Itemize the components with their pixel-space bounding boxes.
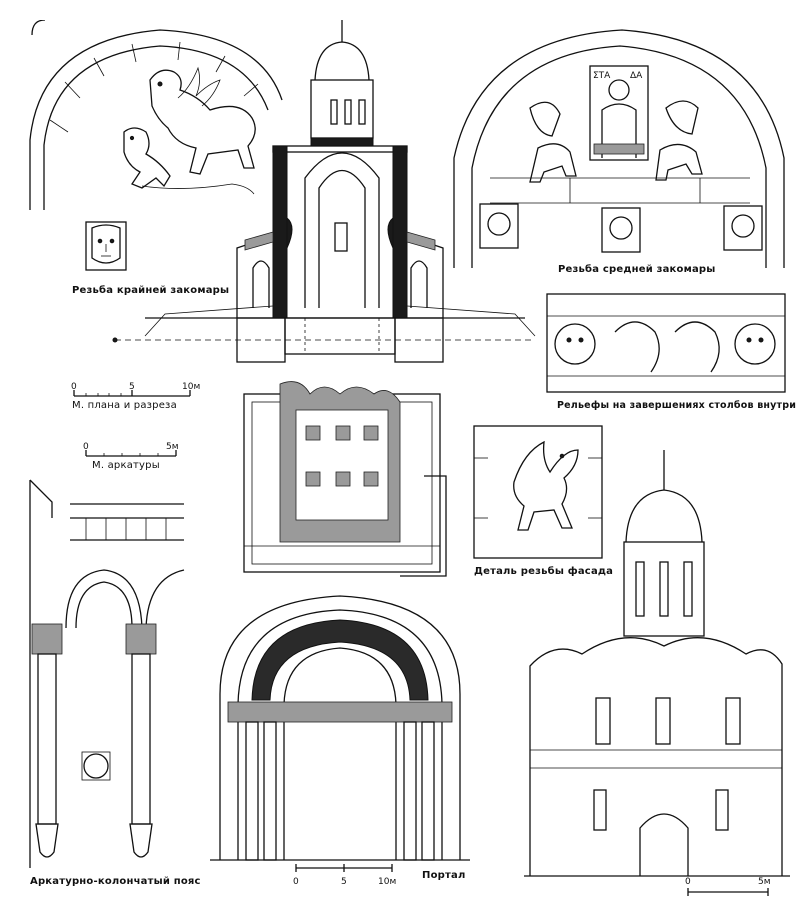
arcade-scale-label: М. аркатуры [92,460,160,471]
middle-zakomara-caption: Резьба средней закомары [558,264,716,275]
facade-detail-svg [473,425,603,559]
arcade-belt-caption: Аркатурно-колончатый пояс [30,876,201,887]
church-section-drawing [105,18,545,368]
pillar-reliefs-caption: Рельефы на завершениях столбов внутри це… [557,400,800,411]
relief-letters-left: ΣΤΑ [593,71,611,81]
arcade-scale: 0 5м М. аркатуры [82,440,192,474]
arcade-scale-tick-5: 5м [166,442,179,452]
plan-section-scale-label: М. плана и разреза [72,400,177,411]
plan-scale-tick-5: 5 [129,382,135,392]
facade-elevation-svg: 0 5м [524,450,790,896]
portal-caption: Портал [422,870,466,881]
pillar-reliefs-svg [546,293,786,393]
facade-elevation-drawing: 0 5м [524,450,790,906]
portal-svg: 0 5 10м [210,595,470,887]
portal-scale-tick-5: 5 [341,877,347,887]
portal-scale-tick-0: 0 [293,877,299,887]
church-plan-drawing [240,376,455,581]
griffin-relief [123,66,256,195]
outer-zakomara-drawing: Резьба крайней закомары [20,20,290,296]
outer-zakomara-svg [29,20,283,271]
arcade-scalebar: 0 5м [83,442,179,457]
facade-scale-tick-5: 5м [758,877,771,887]
arcade-belt-drawing: Аркатурно-колончатый пояс [26,478,200,898]
plan-scale-tick-0: 0 [71,382,77,392]
outer-zakomara-caption: Резьба крайней закомары [72,285,230,296]
relief-letters-right: ΔΑ [630,71,643,81]
birds-and-lions [529,100,703,183]
middle-zakomara-drawing: ΣΤΑ ΔΑ Резьба средней закомары [450,28,790,278]
enthroned-figure: ΣΤΑ ΔΑ [589,65,649,161]
masks-row [479,203,763,253]
church-plan-svg [243,381,447,577]
facade-scale-tick-0: 0 [685,877,691,887]
mask-relief-small [85,221,127,271]
arcade-belt-svg [29,479,185,868]
plan-scale-tick-10: 10м [182,382,200,392]
middle-zakomara-svg: ΣΤΑ ΔΑ [453,29,785,268]
portal-drawing: 0 5 10м Портал [210,584,470,908]
church-section-svg [112,20,536,363]
arcade-scale-tick-0: 0 [83,442,89,452]
pillar-reliefs-drawing: Рельефы на завершениях столбов внутри це… [545,292,800,412]
facade-detail-drawing: Деталь резьбы фасада [470,422,614,584]
facade-detail-caption: Деталь резьбы фасада [474,566,614,577]
plan-section-scalebar: 0 5 10м [71,382,200,397]
plan-section-scale: 0 5 10м М. плана и разреза [70,380,210,414]
portal-scale-tick-10: 10м [378,877,396,887]
